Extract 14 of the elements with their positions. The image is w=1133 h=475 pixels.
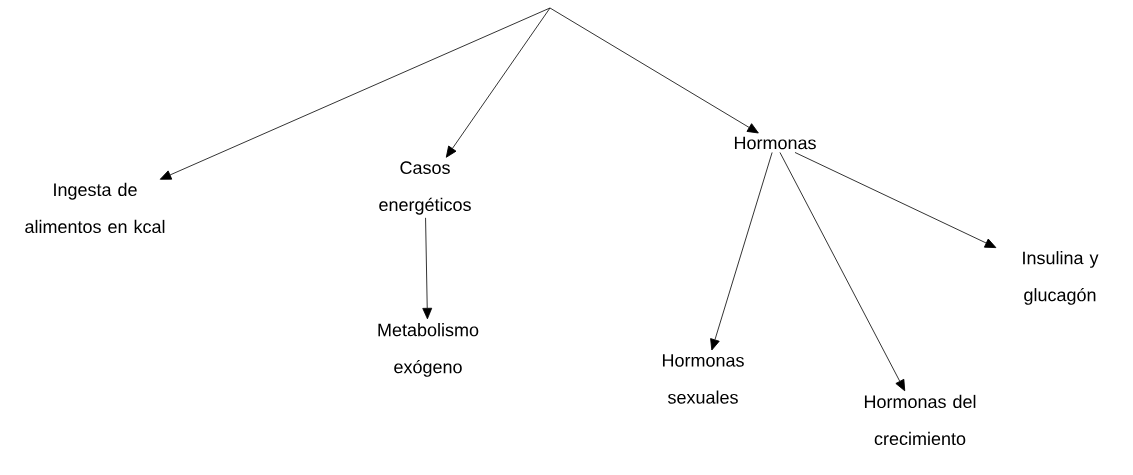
concept-label: Casos energéticos (379, 161, 471, 215)
arrow (710, 152, 773, 351)
concept-label: Hormonas del crecimiento (864, 394, 976, 446)
concept-label: Hormonas (734, 136, 816, 150)
arrow (779, 152, 906, 392)
concept-label: Insulina y glucagón (1023, 251, 1099, 305)
concept-label: Metabolismo exógeno (378, 323, 479, 377)
arrow (159, 7, 551, 180)
arrow (445, 7, 551, 158)
arrow (422, 217, 433, 320)
concept-label: Hormonas sexuales (662, 354, 744, 404)
arrow (794, 152, 997, 248)
arrow (549, 7, 759, 134)
concept-label: Ingesta de alimentos en kcal (25, 182, 165, 234)
